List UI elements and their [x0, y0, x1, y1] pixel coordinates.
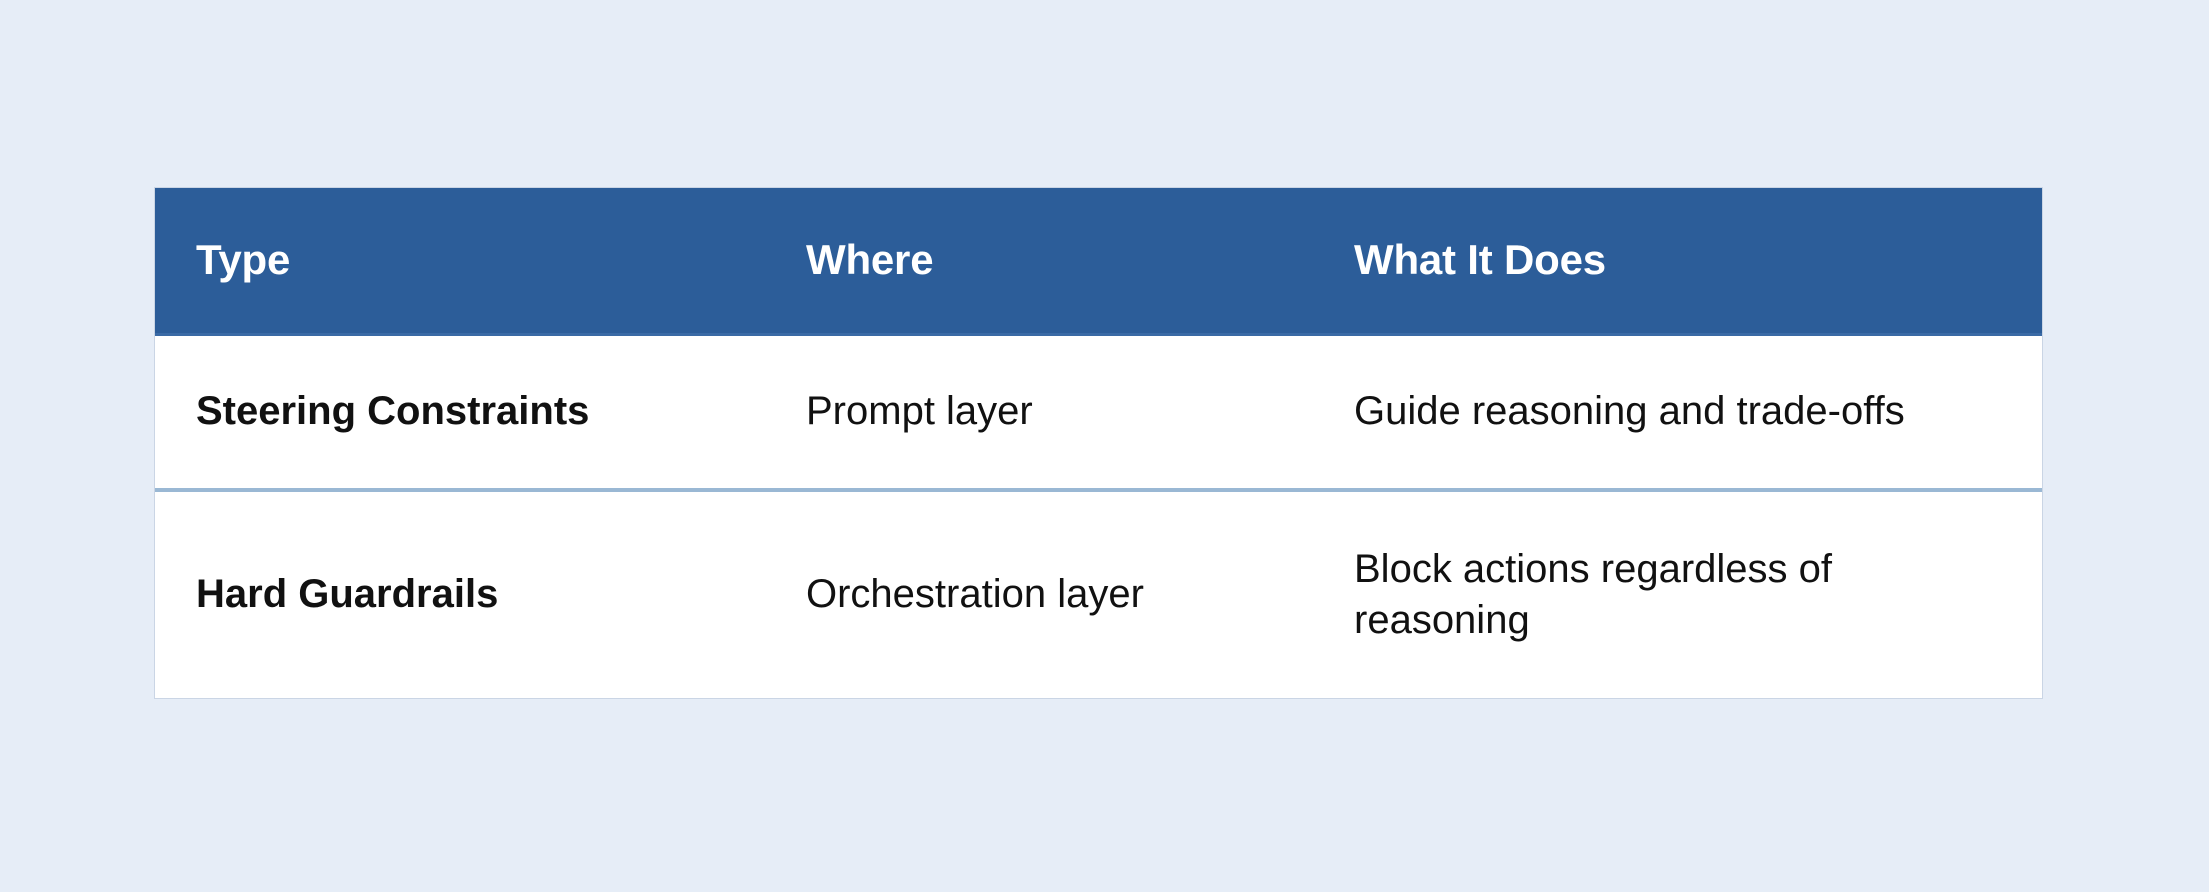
column-header-type: Type — [155, 188, 765, 336]
table-body: Steering Constraints Prompt layer Guide … — [155, 334, 2042, 698]
cell-what-it-does-text: Block actions regardless of reasoning — [1354, 546, 1833, 642]
cell-type-text: Steering Constraints — [196, 389, 590, 434]
cell-type: Hard Guardrails — [155, 490, 765, 698]
cell-what-it-does-text: Guide reasoning and trade-offs — [1354, 389, 1905, 434]
cell-where-text: Orchestration layer — [806, 572, 1144, 617]
table-row: Hard Guardrails Orchestration layer Bloc… — [155, 490, 2042, 698]
table-row: Steering Constraints Prompt layer Guide … — [155, 334, 2042, 492]
table-header-row: Type Where What It Does — [155, 188, 2042, 336]
cell-where-text: Prompt layer — [806, 389, 1033, 434]
cell-type: Steering Constraints — [155, 334, 765, 492]
column-header-where-label: Where — [806, 236, 934, 284]
table-header: Type Where What It Does — [155, 188, 2042, 336]
column-header-what-it-does-label: What It Does — [1354, 236, 1606, 284]
comparison-table: Type Where What It Does Steering Constra… — [155, 188, 2042, 698]
cell-what-it-does: Block actions regardless of reasoning — [1313, 490, 2042, 698]
column-header-type-label: Type — [196, 236, 291, 284]
column-header-what-it-does: What It Does — [1313, 188, 2042, 336]
cell-what-it-does: Guide reasoning and trade-offs — [1313, 334, 2042, 492]
cell-where: Orchestration layer — [765, 490, 1313, 698]
column-header-where: Where — [765, 188, 1313, 336]
cell-where: Prompt layer — [765, 334, 1313, 492]
cell-type-text: Hard Guardrails — [196, 572, 499, 617]
